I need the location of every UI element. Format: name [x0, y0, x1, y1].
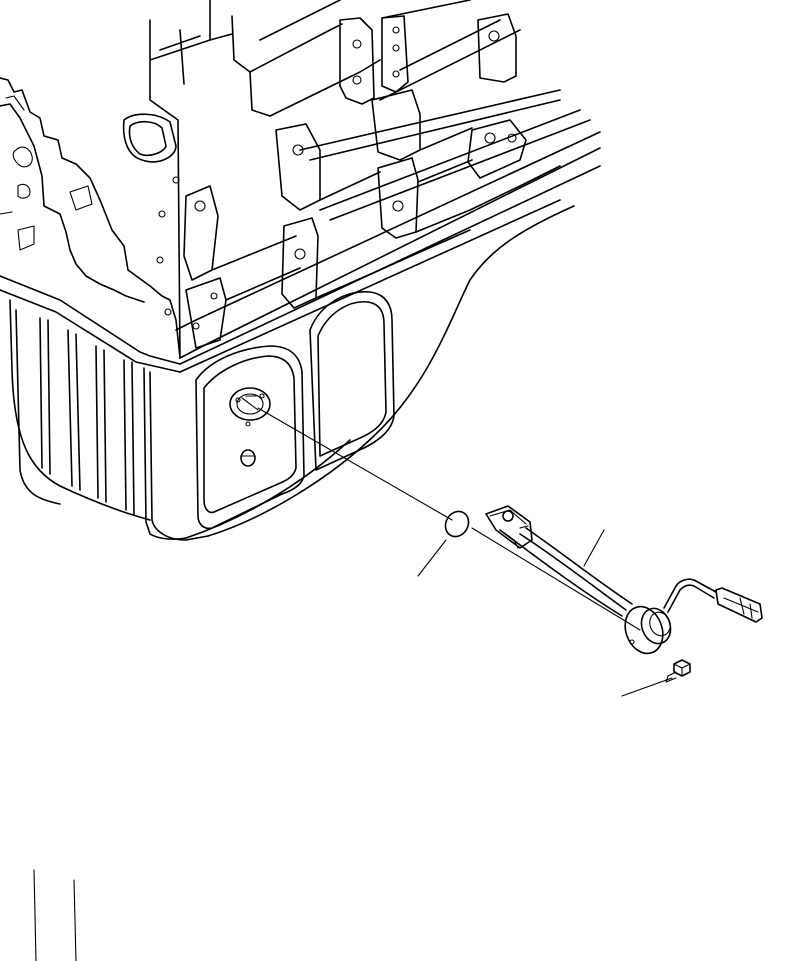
- sensor-icon: [485, 505, 763, 655]
- bolt-icon: [665, 659, 691, 683]
- engine-block-icon: [0, 0, 601, 359]
- callout-mounting-bolt: [621, 677, 673, 697]
- assembly-axis-line: [257, 407, 453, 521]
- assembly-axis-line-2: [471, 527, 641, 631]
- o-ring-icon: [444, 510, 470, 538]
- callout-o-ring: [417, 539, 447, 577]
- callout-sensor-harness: [583, 529, 605, 567]
- scan-artifact-line: [33, 869, 37, 961]
- scan-artifact-line-2: [73, 879, 77, 961]
- oil-pan-icon: [0, 165, 601, 541]
